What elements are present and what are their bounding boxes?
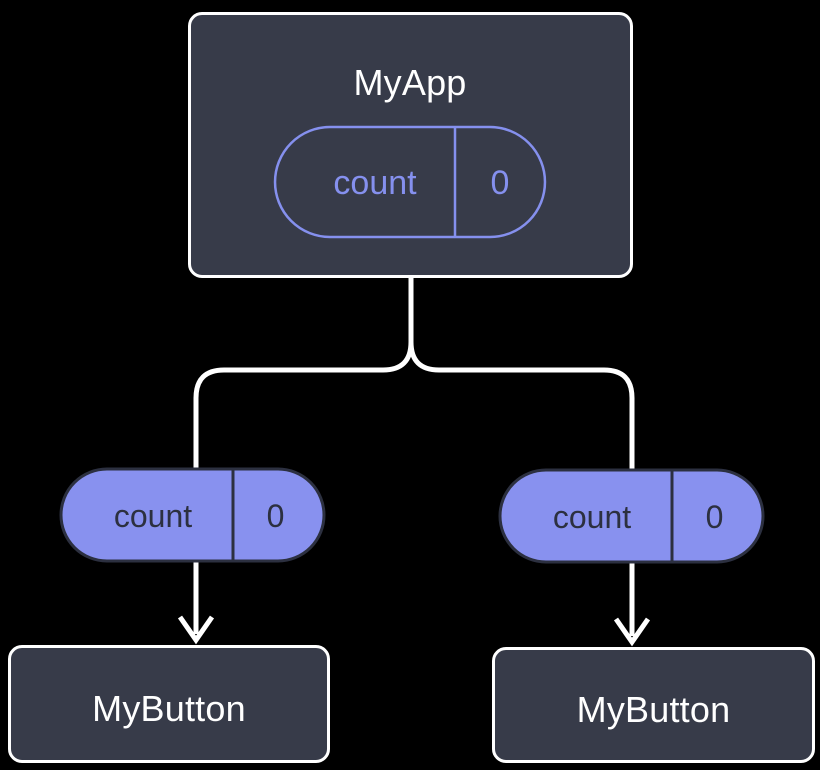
pill-myapp-outline <box>273 125 547 239</box>
node-mybutton-left[interactable] <box>8 645 330 763</box>
arrow-right-head <box>613 617 651 647</box>
pill-left-value: 0 <box>266 498 285 534</box>
pill-myapp-key: count <box>333 164 417 202</box>
pill-left-shape <box>59 467 326 563</box>
pill-left-key: count <box>113 498 193 534</box>
node-myapp-label: MyApp <box>353 62 467 103</box>
pill-myapp-value: 0 <box>490 164 510 202</box>
pill-right-shape <box>498 468 765 564</box>
edge-myapp-to-right-child <box>408 275 635 473</box>
edge-myapp-to-children <box>193 275 414 473</box>
node-mybutton-left-label: MyButton <box>92 688 246 729</box>
node-mybutton-right[interactable] <box>492 647 815 763</box>
node-myapp[interactable] <box>188 12 633 278</box>
pill-right-value: 0 <box>705 499 724 535</box>
arrow-left-head <box>177 615 215 645</box>
pill-right-key: count <box>552 499 632 535</box>
node-mybutton-right-label: MyButton <box>576 689 731 730</box>
